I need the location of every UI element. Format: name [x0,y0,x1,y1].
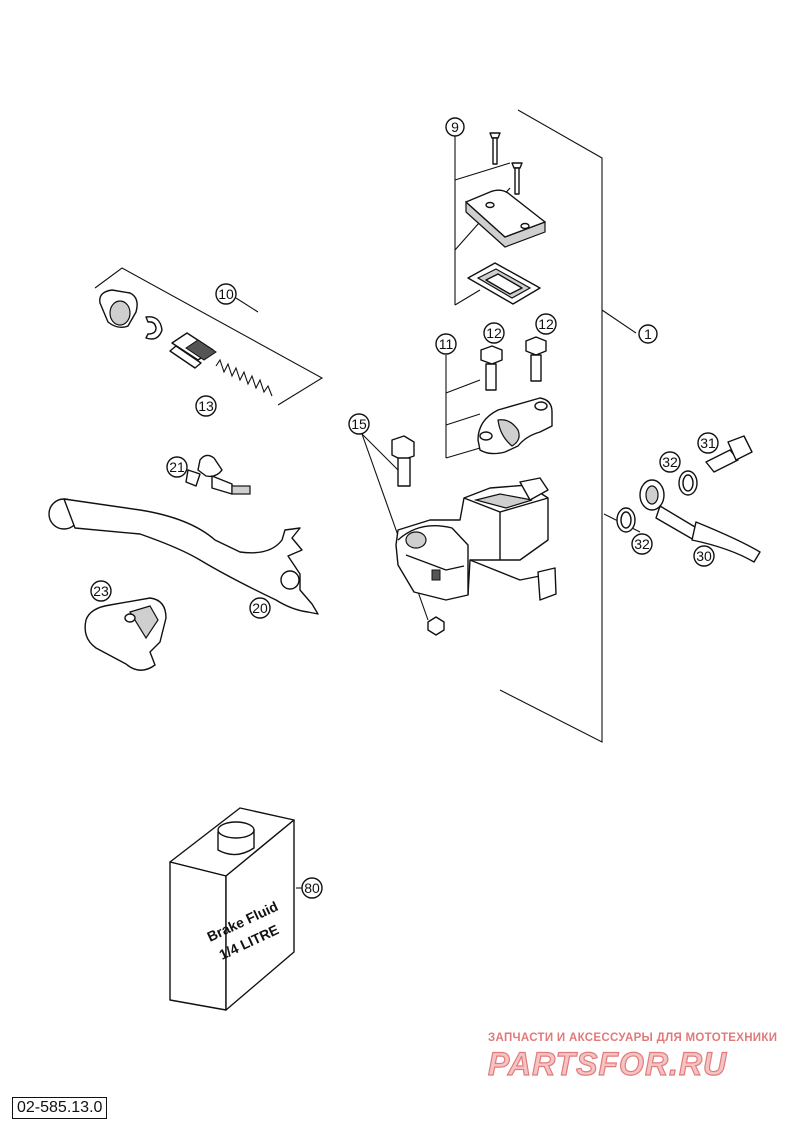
handlebar-clamp [477,397,553,455]
callout-label: 1 [644,326,652,342]
callout-31: 31 [697,432,719,454]
banjo-bolt [705,435,753,473]
brake-lever[interactable] [48,498,319,615]
pivot-bolt-group [361,433,445,636]
callout-label: 80 [304,880,320,896]
callout-20: 20 [249,597,271,619]
callout-11: 11 [435,333,457,355]
callout-12: 12 [483,322,505,344]
lever-guard [84,597,167,671]
callout-label: 15 [351,416,367,432]
piston [169,332,217,369]
callout-12: 12 [535,313,557,335]
callout-label: 12 [538,316,554,332]
callout-label: 10 [218,286,234,302]
callout-21: 21 [166,456,188,478]
callout-23: 23 [90,580,112,602]
callout-label: 12 [486,325,502,341]
brake-hose [691,521,761,563]
callout-label: 31 [700,435,716,451]
callout-label: 30 [696,548,712,564]
brake-fluid-bottle: Brake Fluid 1/4 LITRE [169,807,295,1011]
callout-label: 20 [252,600,268,616]
callout-label: 32 [634,536,650,552]
callout-13: 13 [195,395,217,417]
callout-32: 32 [631,533,653,555]
banjo-fitting [639,479,701,541]
watermark-tagline: ЗАПЧАСТИ И АКСЕССУАРЫ ДЛЯ МОТОТЕХНИКИ [488,1032,778,1044]
clamp-bolt [525,336,547,382]
callout-label: 23 [93,583,109,599]
cover-screw [489,132,501,165]
watermark-logo: PARTSFOR.RU [487,1045,728,1082]
callout-32: 32 [659,451,681,473]
sealing-washer [678,470,698,496]
cover-screw [511,162,523,195]
clamp-bolt [480,345,503,391]
reservoir-diaphragm [467,262,541,305]
pivot-nut [427,616,445,636]
callout-label: 21 [169,459,185,475]
brake-line-group [603,435,761,563]
callout-9: 9 [445,117,465,137]
callout-label: 11 [439,336,454,352]
circlip [145,316,163,340]
assembly-bracket-1 [499,109,637,743]
pivot-bolt [391,435,415,487]
callout-label: 13 [198,398,214,414]
piston-spring[interactable] [215,358,273,397]
piston-boot [99,289,138,329]
clamp-group [445,336,553,459]
sealing-washer [616,507,636,533]
callout-label: 9 [451,119,459,135]
callout-label: 32 [662,454,678,470]
callout-10: 10 [215,283,237,305]
piston-kit-group [94,267,324,406]
master-cylinder-body [395,477,557,601]
lever-adjuster[interactable] [185,454,251,495]
callout-80: 80 [296,877,323,899]
callout-1: 1 [638,324,658,344]
bottle-cap [217,821,255,856]
reservoir-cover-group [454,132,546,306]
callout-30: 30 [693,545,715,567]
diagram-code: 02-585.13.0 [12,1097,108,1119]
callout-15: 15 [348,413,370,435]
reservoir-cover [465,189,546,248]
